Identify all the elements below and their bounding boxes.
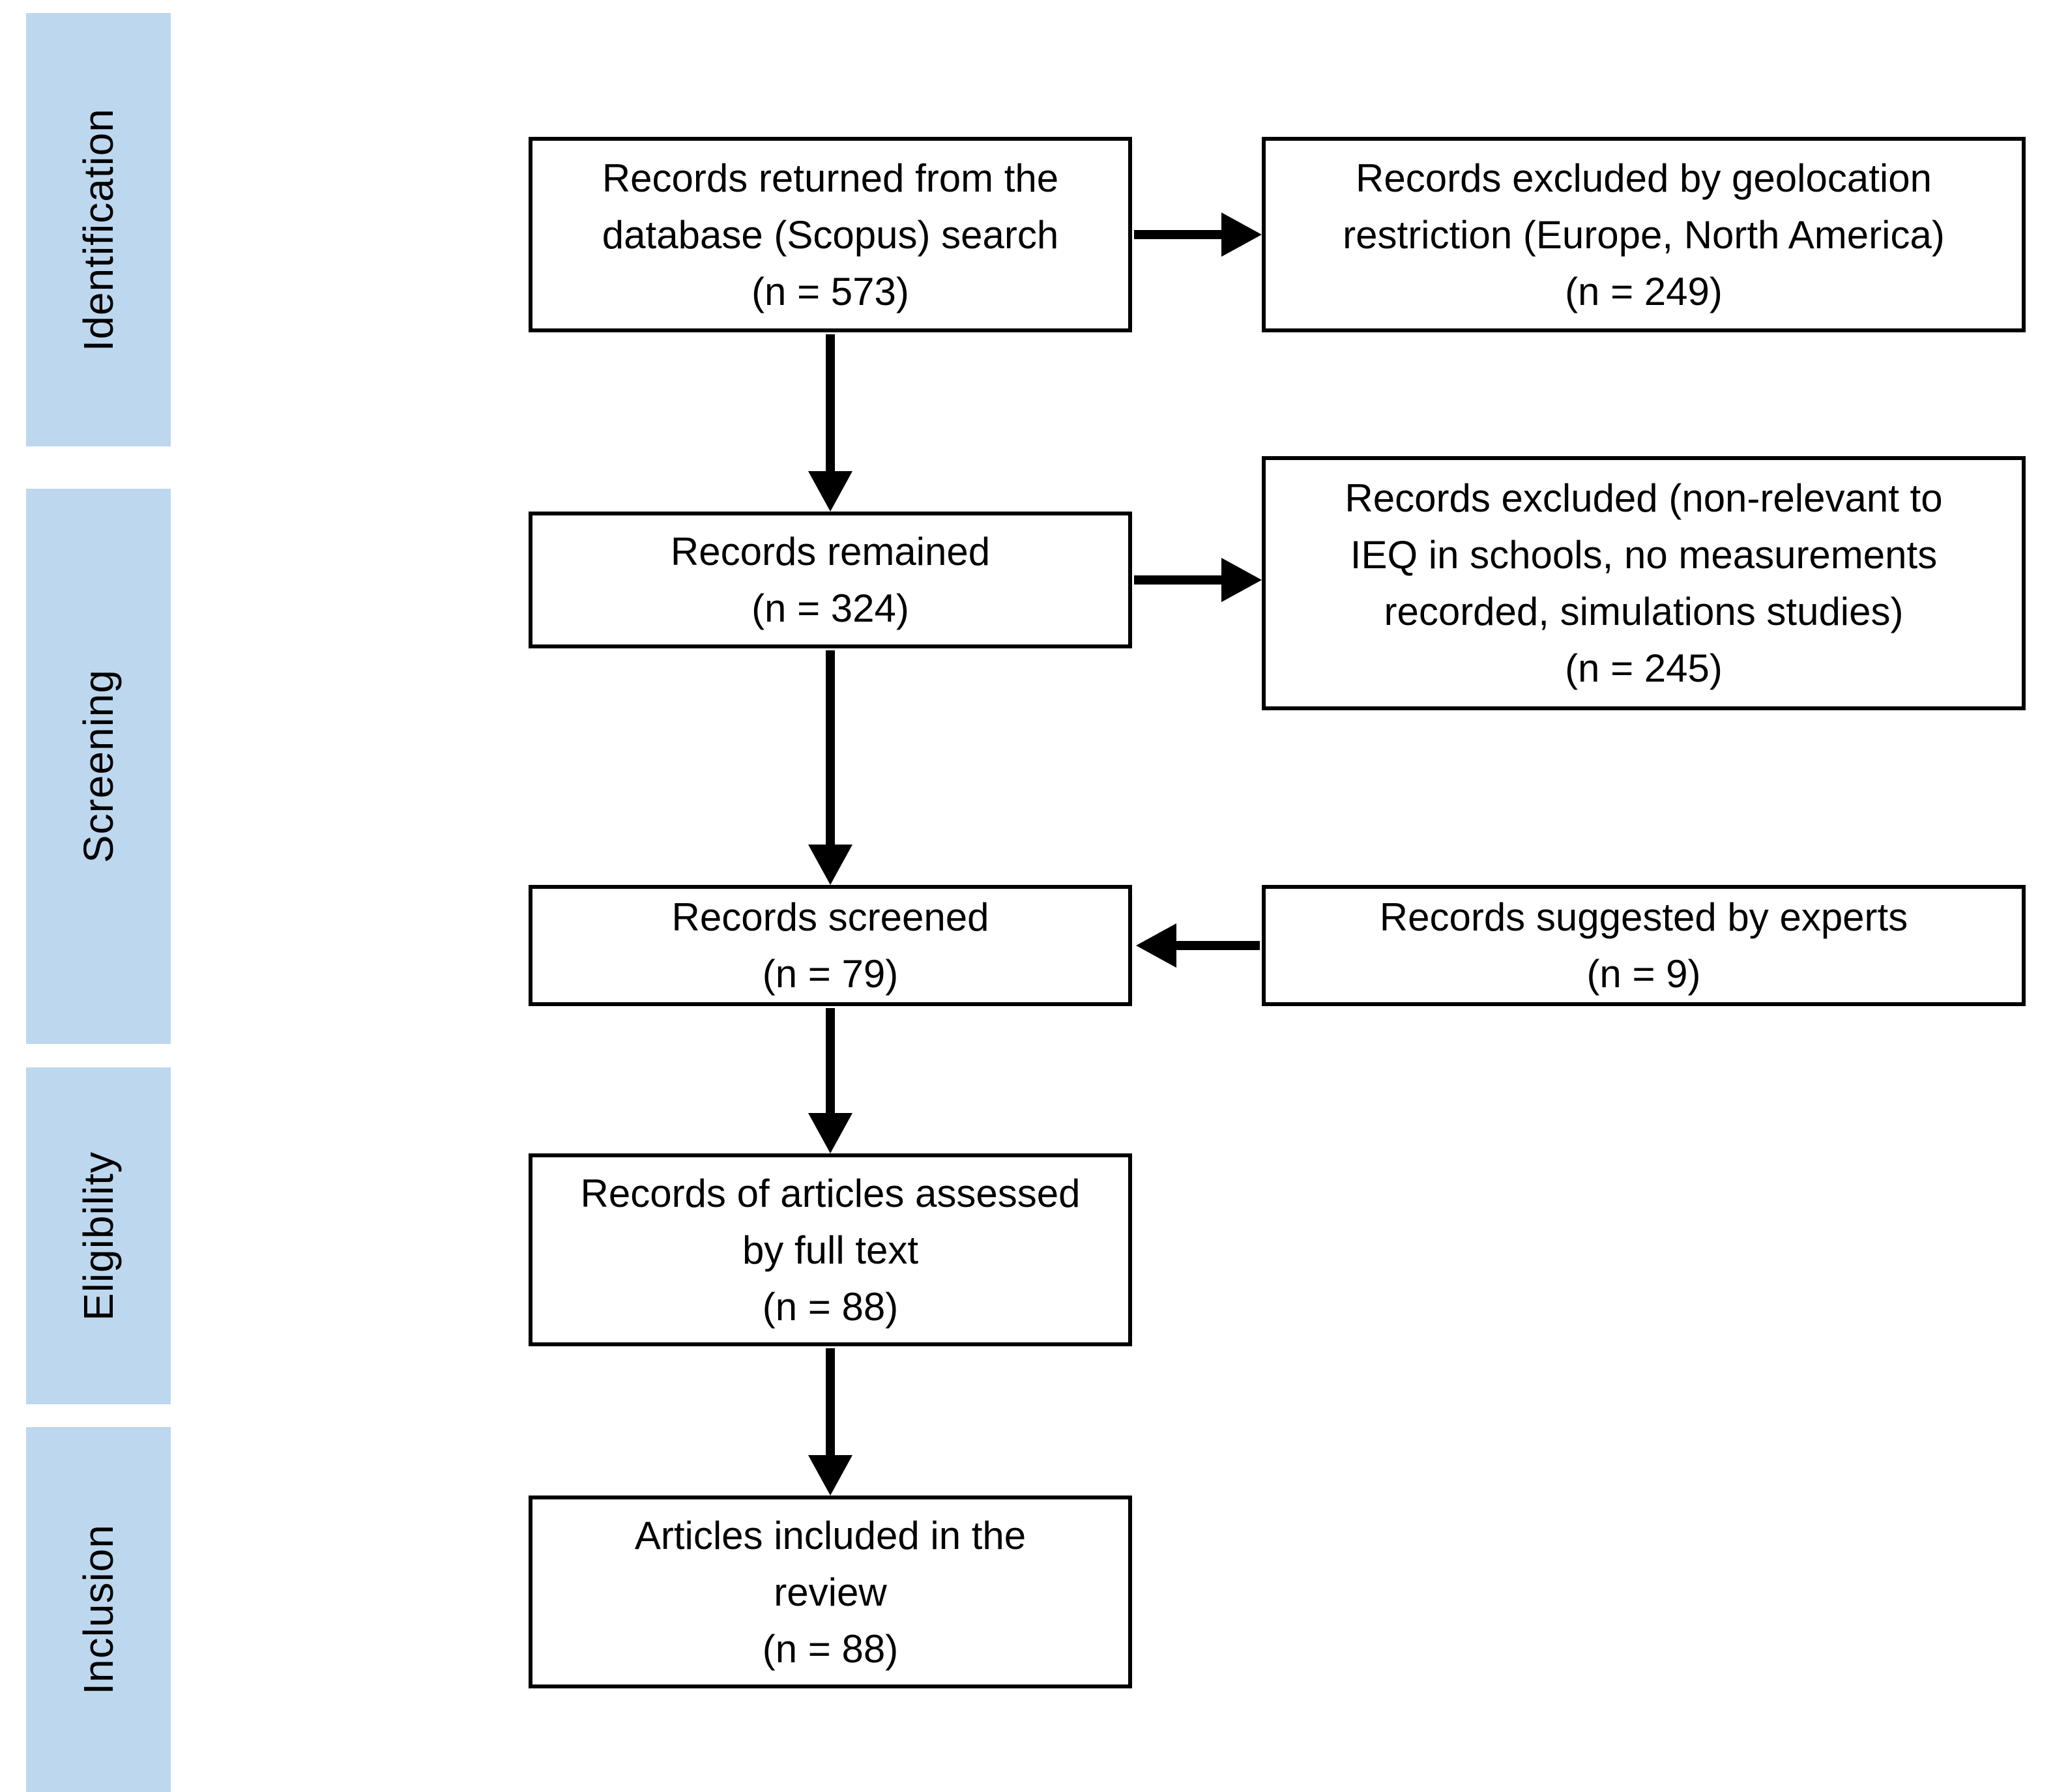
box-expert-suggested-count: (n = 9) bbox=[1586, 952, 1701, 996]
box-records-screened: Records screened (n = 79) bbox=[529, 885, 1132, 1006]
box-fulltext-assessed-count: (n = 88) bbox=[762, 1284, 899, 1329]
box-records-remained: Records remained (n = 324) bbox=[529, 512, 1132, 648]
box-fulltext-assessed-text: Records of articles assessed by full tex… bbox=[580, 1171, 1081, 1272]
stage-band-identification: Identification bbox=[26, 13, 171, 446]
arrow-remained-to-nonrelevant-excluded bbox=[1134, 558, 1262, 602]
arrow-remained-to-screened bbox=[808, 650, 852, 885]
box-records-remained-count: (n = 324) bbox=[751, 586, 909, 630]
stage-label-identification: Identification bbox=[75, 108, 122, 352]
stage-label-eligibility: Eligibility bbox=[75, 1151, 122, 1321]
stage-band-eligibility: Eligibility bbox=[26, 1067, 171, 1404]
stage-label-inclusion: Inclusion bbox=[75, 1524, 122, 1695]
stage-label-screening: Screening bbox=[75, 669, 122, 863]
box-records-remained-text: Records remained bbox=[670, 530, 991, 573]
stage-band-screening: Screening bbox=[26, 489, 171, 1044]
arrow-screened-to-fulltext bbox=[808, 1008, 852, 1153]
box-fulltext-assessed: Records of articles assessed by full tex… bbox=[529, 1153, 1132, 1346]
box-geolocation-excluded-text: Records excluded by geolocation restrict… bbox=[1343, 156, 1945, 257]
box-geolocation-excluded-count: (n = 249) bbox=[1565, 269, 1723, 313]
arrow-fulltext-to-included bbox=[808, 1348, 852, 1496]
box-nonrelevant-excluded-count: (n = 245) bbox=[1565, 646, 1723, 690]
arrow-returned-to-geolocation-excluded bbox=[1134, 212, 1262, 257]
arrow-returned-to-remained bbox=[808, 334, 852, 512]
box-geolocation-excluded: Records excluded by geolocation restrict… bbox=[1262, 137, 2026, 332]
box-records-screened-count: (n = 79) bbox=[762, 952, 899, 996]
box-records-screened-text: Records screened bbox=[671, 895, 989, 939]
box-articles-included-count: (n = 88) bbox=[762, 1626, 899, 1671]
box-nonrelevant-excluded: Records excluded (non-relevant to IEQ in… bbox=[1262, 456, 2026, 710]
box-records-returned-text: Records returned from the database (Scop… bbox=[602, 156, 1059, 257]
box-records-returned-count: (n = 573) bbox=[751, 269, 909, 313]
box-records-returned: Records returned from the database (Scop… bbox=[529, 137, 1132, 332]
stage-band-inclusion: Inclusion bbox=[26, 1427, 171, 1792]
box-articles-included: Articles included in the review (n = 88) bbox=[529, 1496, 1132, 1688]
box-expert-suggested-text: Records suggested by experts bbox=[1379, 895, 1908, 939]
box-expert-suggested: Records suggested by experts (n = 9) bbox=[1262, 885, 2026, 1006]
box-articles-included-text: Articles included in the review bbox=[634, 1513, 1026, 1614]
box-nonrelevant-excluded-text: Records excluded (non-relevant to IEQ in… bbox=[1345, 476, 1943, 633]
arrow-experts-to-screened bbox=[1136, 923, 1260, 968]
